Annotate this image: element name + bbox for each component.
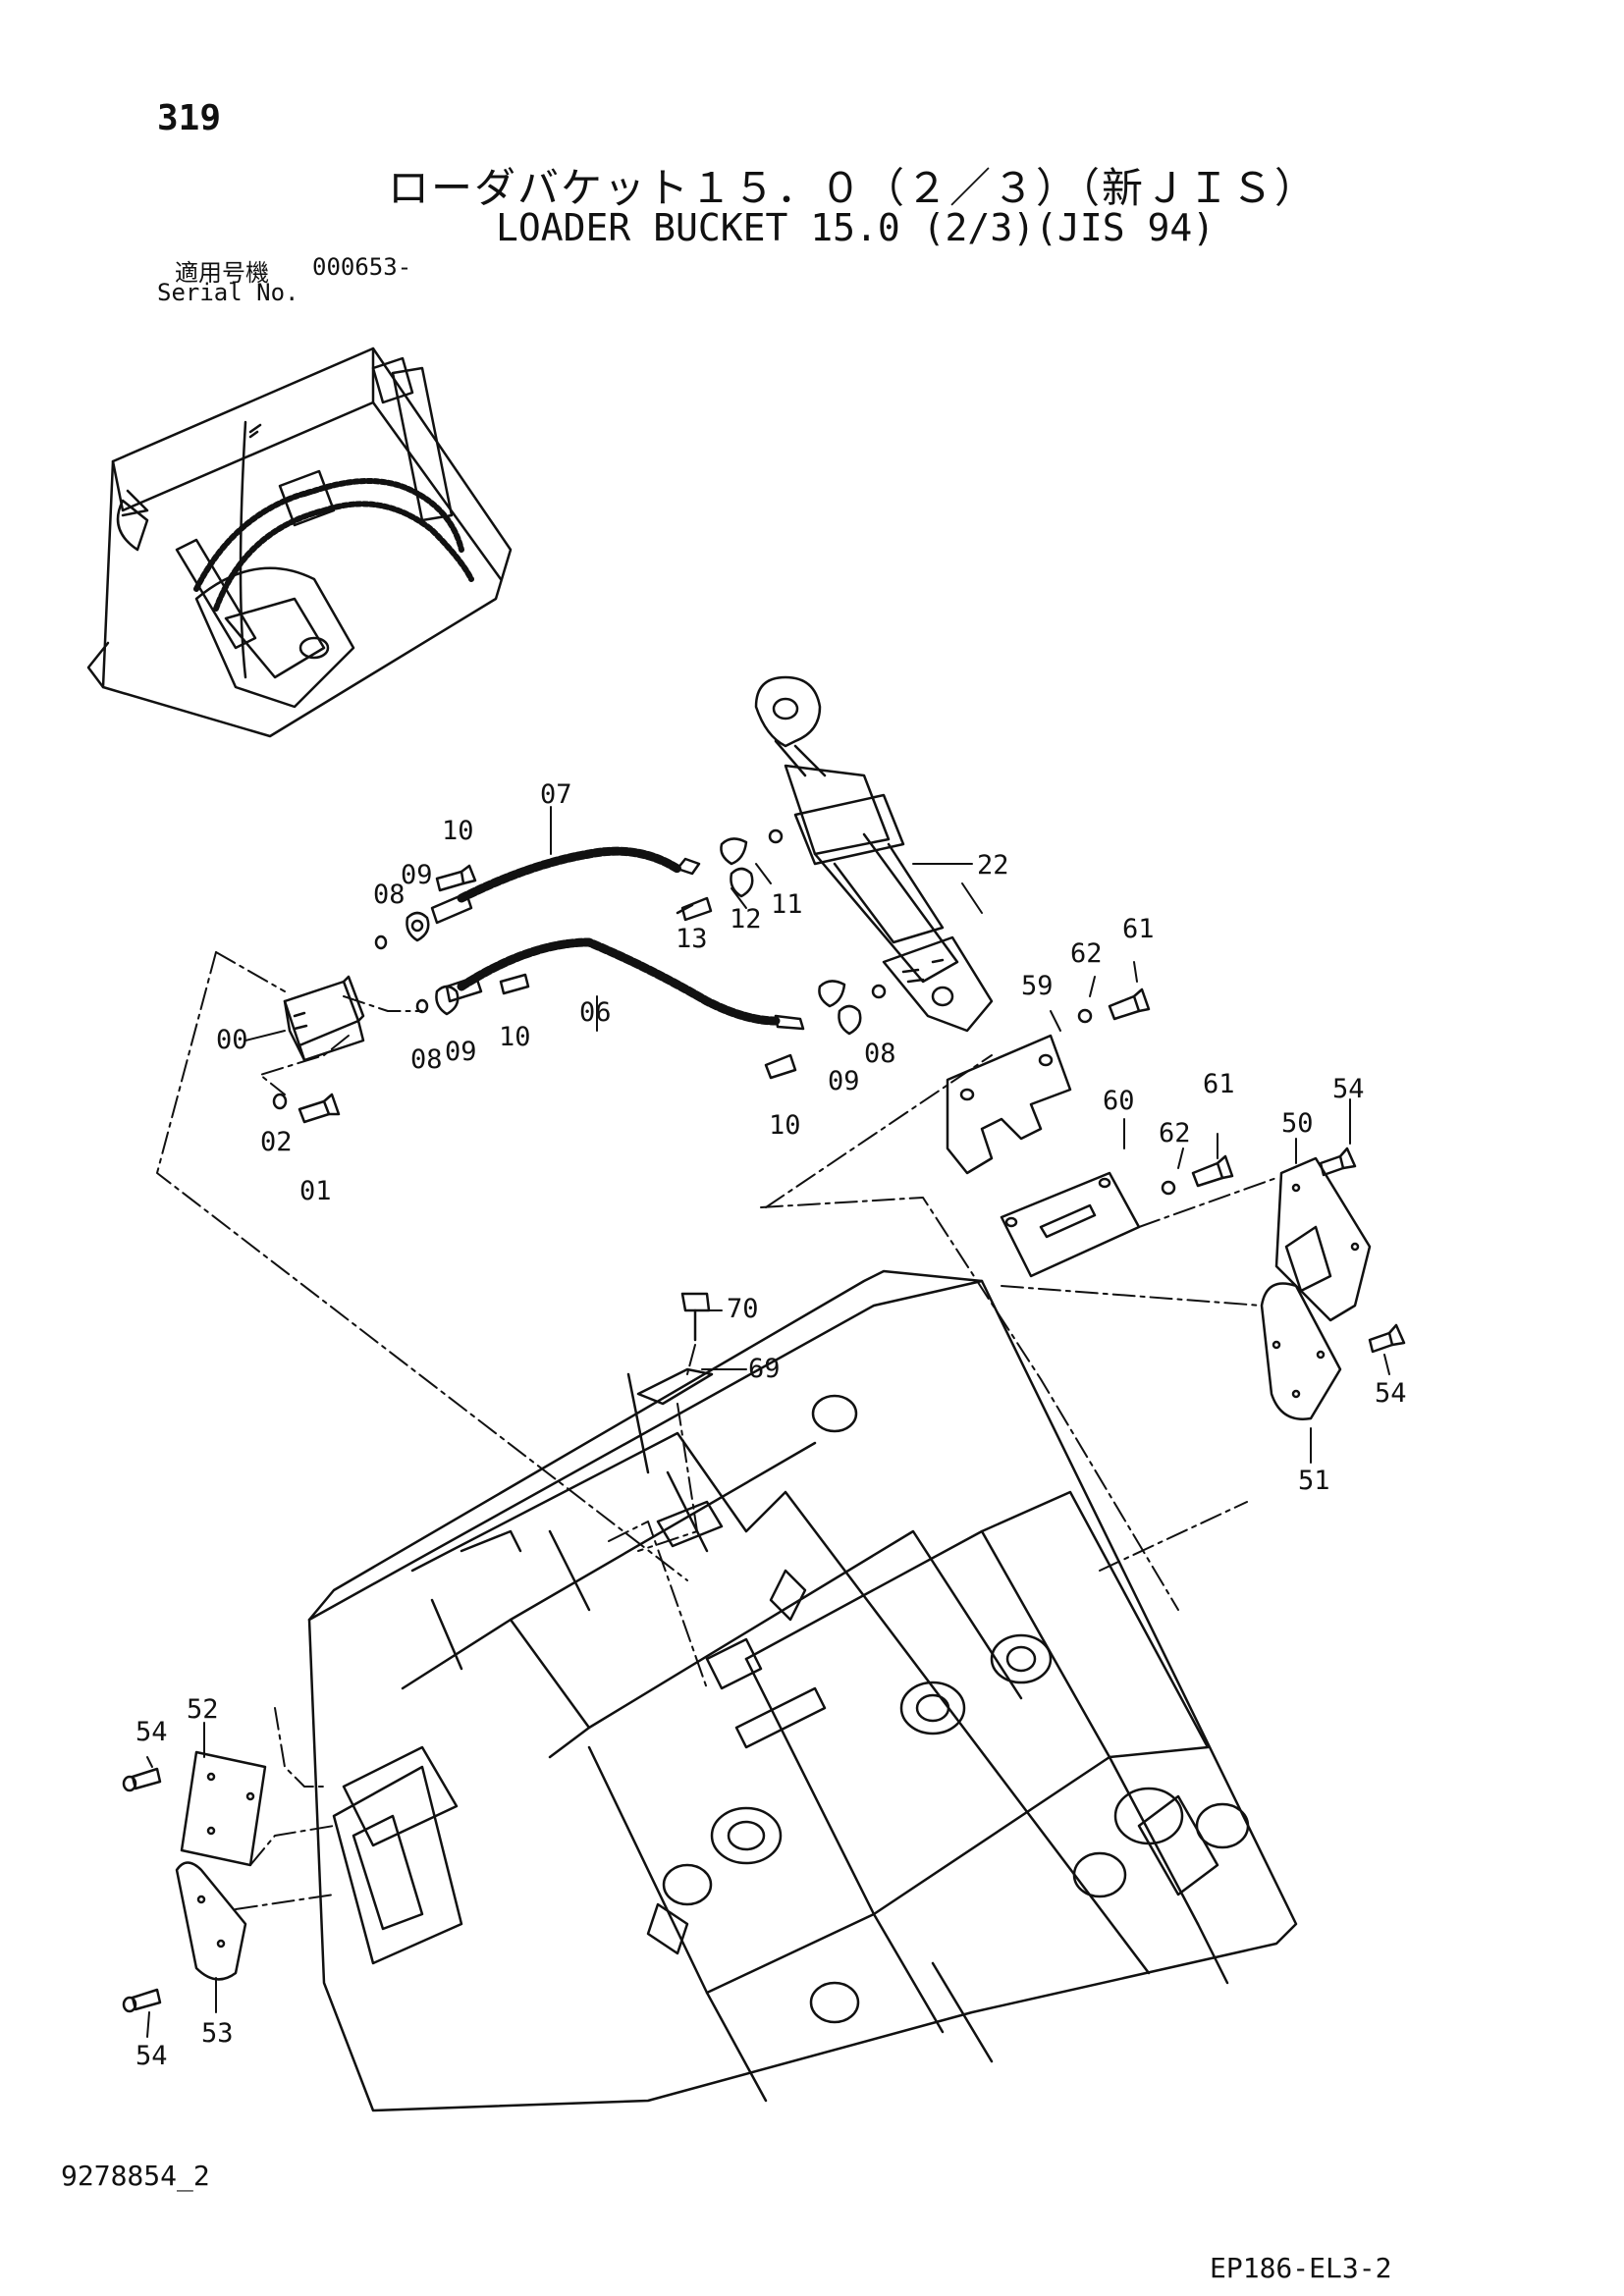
- callout-07: 07: [540, 779, 572, 810]
- callout-00: 00: [216, 1025, 248, 1055]
- bolt-01: [298, 1093, 341, 1124]
- callout-62: 62: [1159, 1118, 1191, 1148]
- callout-54: 54: [1375, 1378, 1407, 1409]
- page-code: EP186-EL3-2: [1210, 2252, 1392, 2284]
- callout-leaders: [146, 806, 1390, 2038]
- callout-08: 08: [410, 1044, 443, 1075]
- hose-clamps-and-fittings: [374, 828, 887, 1036]
- bolts-54-left: [122, 1767, 162, 2013]
- callout-12: 12: [730, 904, 762, 934]
- callout-69: 69: [748, 1354, 781, 1384]
- callout-09: 09: [828, 1066, 860, 1096]
- callout-61: 61: [1122, 914, 1155, 944]
- callout-10: 10: [769, 1110, 801, 1141]
- serial-number-value: 000653-: [312, 253, 412, 281]
- callout-53: 53: [201, 2018, 234, 2049]
- callout-08: 08: [864, 1039, 896, 1069]
- callout-62: 62: [1070, 938, 1103, 969]
- callout-61: 61: [1203, 1069, 1235, 1099]
- title-english: LOADER BUCKET 15.0 (2/3)(JIS 94): [496, 206, 1216, 249]
- callout-10: 10: [499, 1022, 531, 1052]
- hose-bolts: [435, 864, 797, 1080]
- callout-22: 22: [977, 850, 1009, 881]
- title-japanese: ローダバケット１５．０（２／３）（新ＪＩＳ）: [388, 164, 1319, 212]
- hydraulic-cylinder: [754, 675, 994, 1033]
- plate-60: [1000, 1171, 1141, 1278]
- cover-52: [180, 1750, 267, 1867]
- callout-60: 60: [1103, 1086, 1135, 1116]
- callout-08: 08: [373, 880, 406, 910]
- junction-block: [283, 975, 365, 1062]
- bolt-70: [680, 1292, 711, 1342]
- page-number: 319: [157, 98, 222, 138]
- callout-02: 02: [260, 1127, 293, 1157]
- cover-51: [1260, 1282, 1342, 1420]
- callout-54: 54: [1332, 1074, 1365, 1104]
- callout-11: 11: [771, 889, 803, 920]
- callout-54: 54: [135, 2041, 168, 2071]
- plate-59: [946, 1034, 1072, 1175]
- callout-06: 06: [579, 997, 612, 1028]
- serial-label-english: Serial No.: [157, 279, 299, 306]
- washer-02: [272, 1093, 288, 1110]
- callout-50: 50: [1281, 1108, 1314, 1139]
- plate-69: [636, 1367, 714, 1406]
- loader-bucket-frame: [307, 1269, 1298, 2112]
- bucket-overview-thumbnail: [86, 347, 513, 738]
- callout-09: 09: [445, 1037, 477, 1067]
- callout-13: 13: [676, 924, 708, 954]
- callout-10: 10: [442, 816, 474, 846]
- callout-70: 70: [727, 1294, 759, 1324]
- bolts-61-62: [1077, 988, 1234, 1196]
- assembly-leader-lines: [156, 951, 1277, 1910]
- serial-label-japanese: 適用号機: [175, 259, 269, 287]
- callout-52: 52: [187, 1694, 219, 1725]
- callout-59: 59: [1021, 971, 1054, 1001]
- callout-54: 54: [135, 1717, 168, 1747]
- drawing-number: 9278854_2: [61, 2160, 210, 2192]
- hydraulic-hoses: [430, 846, 805, 1031]
- callout-01: 01: [299, 1176, 332, 1206]
- callout-09: 09: [401, 860, 433, 890]
- part-callouts: 07 10 09 08 13 12 11 22 00 08 09 10 06 0…: [135, 779, 1407, 2071]
- callout-51: 51: [1298, 1466, 1330, 1496]
- cover-50: [1274, 1156, 1372, 1322]
- cover-53: [175, 1861, 247, 1981]
- bolts-54-right: [1319, 1147, 1406, 1354]
